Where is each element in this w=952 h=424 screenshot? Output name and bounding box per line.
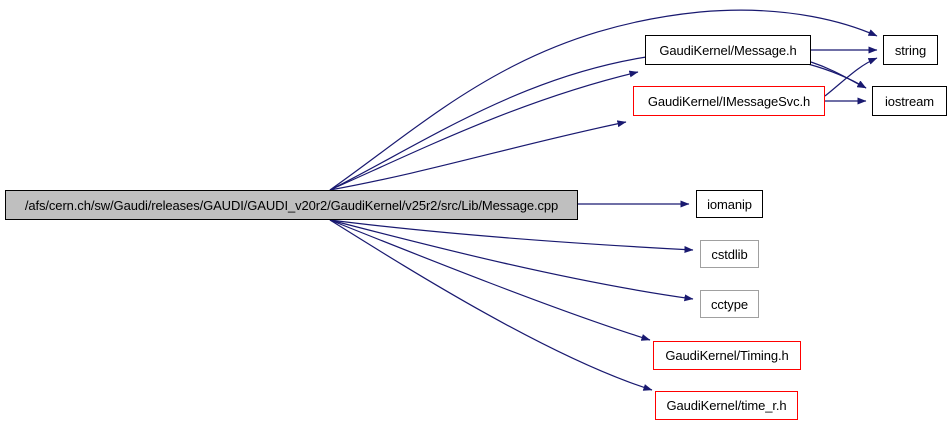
graph-edge-root-to-cctype	[329, 219, 694, 302]
graph-edge-root-to-string	[329, 9, 878, 191]
graph-node-root[interactable]: /afs/cern.ch/sw/Gaudi/releases/GAUDI/GAU…	[5, 190, 578, 220]
graph-node-string[interactable]: string	[883, 35, 938, 65]
graph-edge-root-to-cstdlib	[329, 219, 694, 254]
graph-node-cstdlib[interactable]: cstdlib	[700, 240, 759, 268]
graph-edge-root-to-message_h	[329, 70, 639, 191]
graph-node-label: iomanip	[707, 196, 752, 212]
graph-node-label: GaudiKernel/IMessageSvc.h	[647, 93, 811, 109]
graph-edge-root-to-time_r_h	[329, 219, 653, 391]
graph-node-message_h[interactable]: GaudiKernel/Message.h	[645, 35, 811, 65]
graph-edge-root-to-iostream	[329, 51, 867, 191]
graph-node-label: string	[894, 42, 927, 58]
graph-node-iomanip[interactable]: iomanip	[696, 190, 763, 218]
graph-edge-root-to-imessagesvc_h	[329, 120, 627, 191]
graph-node-label: iostream	[884, 93, 935, 109]
graph-node-label: GaudiKernel/time_r.h	[666, 398, 787, 413]
graph-edge-root-to-timing_h	[329, 219, 651, 341]
graph-node-time_r_h[interactable]: GaudiKernel/time_r.h	[655, 391, 798, 420]
graph-node-label: GaudiKernel/Timing.h	[665, 348, 789, 363]
graph-node-iostream[interactable]: iostream	[872, 86, 947, 116]
graph-node-label: GaudiKernel/Message.h	[659, 42, 797, 58]
graph-node-label: cstdlib	[711, 246, 748, 262]
graph-node-imessagesvc_h[interactable]: GaudiKernel/IMessageSvc.h	[633, 86, 825, 116]
graph-edge-message_h-to-iostream	[810, 61, 867, 89]
graph-edge-imessagesvc_h-to-string	[824, 57, 878, 97]
graph-node-label: cctype	[711, 296, 748, 312]
graph-node-cctype[interactable]: cctype	[700, 290, 759, 318]
graph-node-label: /afs/cern.ch/sw/Gaudi/releases/GAUDI/GAU…	[24, 197, 559, 213]
graph-node-timing_h[interactable]: GaudiKernel/Timing.h	[653, 341, 801, 370]
